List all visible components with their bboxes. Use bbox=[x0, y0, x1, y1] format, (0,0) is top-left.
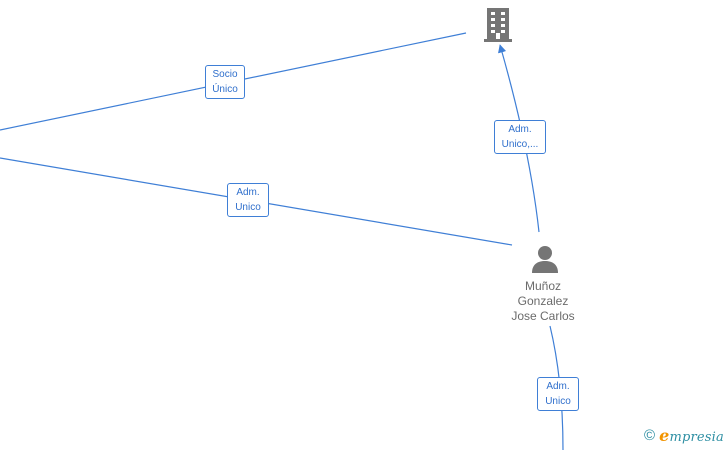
edge-label-line1: Adm. bbox=[508, 124, 532, 135]
edge-label-adm-unico-bottom[interactable]: Adm. Unico bbox=[537, 377, 579, 411]
company-node[interactable] bbox=[482, 7, 514, 48]
person-name-line3: Jose Carlos bbox=[511, 309, 575, 323]
edge-label-adm-unico-left[interactable]: Adm. Unico bbox=[227, 183, 269, 217]
edge-label-line2: Único bbox=[212, 84, 238, 95]
building-icon bbox=[484, 8, 512, 42]
person-name-line2: Gonzalez bbox=[517, 294, 569, 308]
brand-initial: e bbox=[659, 426, 670, 445]
edge-label-line2: Unico,... bbox=[501, 139, 539, 150]
edge-label-line2: Unico bbox=[235, 202, 261, 213]
edge-label-adm-unico-top[interactable]: Adm. Unico,... bbox=[494, 120, 546, 154]
person-name-line1: Muñoz bbox=[524, 279, 562, 293]
empresia-logo[interactable]: empresia bbox=[659, 426, 724, 445]
edge-label-line2: Unico bbox=[545, 396, 571, 407]
edge-label-line1: Adm. bbox=[236, 187, 260, 198]
edge-label-line1: Socio bbox=[212, 69, 238, 80]
person-icon bbox=[532, 246, 558, 273]
person-node[interactable] bbox=[530, 244, 560, 279]
person-name[interactable]: Muñoz Gonzalez Jose Carlos bbox=[488, 279, 598, 324]
footer-brand: © empresia bbox=[644, 426, 724, 445]
edge-label-socio-unico[interactable]: Socio Único bbox=[205, 65, 245, 99]
edge-label-line1: Adm. bbox=[546, 381, 570, 392]
brand-rest: mpresia bbox=[669, 430, 724, 445]
copyright-icon: © bbox=[644, 427, 656, 444]
